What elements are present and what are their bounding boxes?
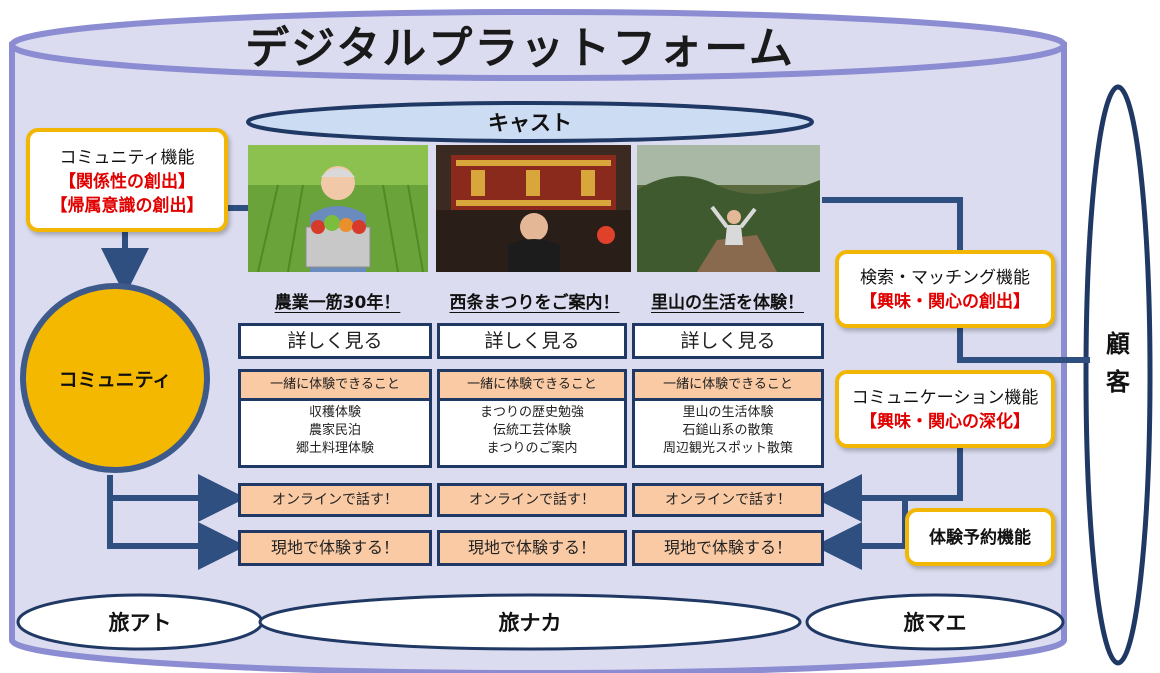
customer-label: 顧客 bbox=[1098, 325, 1138, 401]
community-onsite-arrow bbox=[107, 498, 246, 570]
journey-during-ellipse bbox=[258, 593, 802, 651]
cast-ellipse bbox=[246, 101, 814, 143]
customer-text: 顧客 bbox=[1106, 330, 1130, 396]
communication-feature-line: 【興味・関心の深化】 bbox=[860, 412, 1030, 432]
online-talk-button[interactable]: オンラインで話す！ bbox=[238, 483, 432, 517]
journey-during-label: 旅ナカ bbox=[498, 611, 562, 635]
communication-feature-box: コミュニケーション機能 【興味・関心の深化】 bbox=[835, 370, 1055, 448]
community-feature-line-2: 【帰属意識の創出】 bbox=[50, 196, 204, 216]
experience-item: まつりのご案内 bbox=[486, 441, 578, 456]
customer-ellipse bbox=[1083, 84, 1153, 666]
cast-label: キャスト bbox=[488, 111, 572, 135]
onsite-experience-button[interactable]: 現地で体験する！ bbox=[238, 530, 432, 566]
community-label: コミュニティ bbox=[58, 368, 172, 391]
matching-feature-line: 【興味・関心の創出】 bbox=[860, 292, 1030, 312]
experience-item: 農家民泊 bbox=[308, 423, 361, 438]
cast-title: 農業一筋30年！ bbox=[274, 293, 401, 313]
online-talk-button[interactable]: オンラインで話す！ bbox=[437, 483, 627, 517]
matching-feature-name: 検索・マッチング機能 bbox=[860, 268, 1030, 288]
details-button[interactable]: 詳しく見る bbox=[632, 323, 824, 359]
experience-list: 里山の生活体験 石鎚山系の散策 周辺観光スポット散策 bbox=[632, 398, 824, 468]
cast-photo-farmer bbox=[248, 145, 428, 272]
communication-feature-name: コミュニケーション機能 bbox=[851, 388, 1039, 408]
experience-list: まつりの歴史勉強 伝統工芸体験 まつりのご案内 bbox=[437, 398, 627, 468]
cast-title: 西条まつりをご案内！ bbox=[449, 293, 620, 313]
platform-cylinder-top bbox=[9, 9, 1067, 81]
reservation-feature-name: 体験予約機能 bbox=[929, 528, 1031, 548]
experience-item: 郷土料理体験 bbox=[295, 441, 374, 456]
experience-item: まつりの歴史勉強 bbox=[479, 405, 584, 420]
onsite-experience-button[interactable]: 現地で体験する！ bbox=[437, 530, 627, 566]
cast-photo-festival bbox=[436, 145, 631, 272]
onsite-experience-button[interactable]: 現地で体験する！ bbox=[632, 530, 824, 566]
community-feature-name: コミュニティ機能 bbox=[59, 148, 195, 168]
experience-header: 一緒に体験できること bbox=[238, 369, 432, 399]
platform-title: デジタルプラットフォーム bbox=[245, 23, 795, 74]
online-talk-button[interactable]: オンラインで話す！ bbox=[632, 483, 824, 517]
journey-before-label: 旅アト bbox=[108, 611, 172, 635]
cast-photo-satoyama bbox=[637, 145, 820, 272]
details-button[interactable]: 詳しく見る bbox=[238, 323, 432, 359]
experience-item: 伝統工芸体験 bbox=[492, 423, 571, 438]
community-circle: コミュニティ bbox=[20, 283, 210, 473]
communication-online-arrow bbox=[814, 440, 963, 522]
experience-list: 収穫体験 農家民泊 郷土料理体験 bbox=[238, 398, 432, 468]
reservation-feature-box: 体験予約機能 bbox=[905, 508, 1055, 566]
experience-item: 里山の生活体験 bbox=[682, 405, 774, 420]
journey-after-label: 旅マエ bbox=[903, 611, 967, 635]
matching-feature-box: 検索・マッチング機能 【興味・関心の創出】 bbox=[835, 250, 1055, 328]
journey-after-ellipse bbox=[805, 593, 1065, 651]
experience-item: 石鎚山系の散策 bbox=[682, 423, 774, 438]
community-feature-box: コミュニティ機能 【関係性の創出】 【帰属意識の創出】 bbox=[26, 128, 228, 232]
experience-header: 一緒に体験できること bbox=[437, 369, 627, 399]
cast-title: 里山の生活を体験！ bbox=[651, 293, 804, 313]
details-button[interactable]: 詳しく見る bbox=[437, 323, 627, 359]
community-feature-line-1: 【関係性の創出】 bbox=[59, 172, 195, 192]
experience-item: 周辺観光スポット散策 bbox=[662, 441, 793, 456]
experience-item: 収穫体験 bbox=[308, 405, 361, 420]
experience-header: 一緒に体験できること bbox=[632, 369, 824, 399]
